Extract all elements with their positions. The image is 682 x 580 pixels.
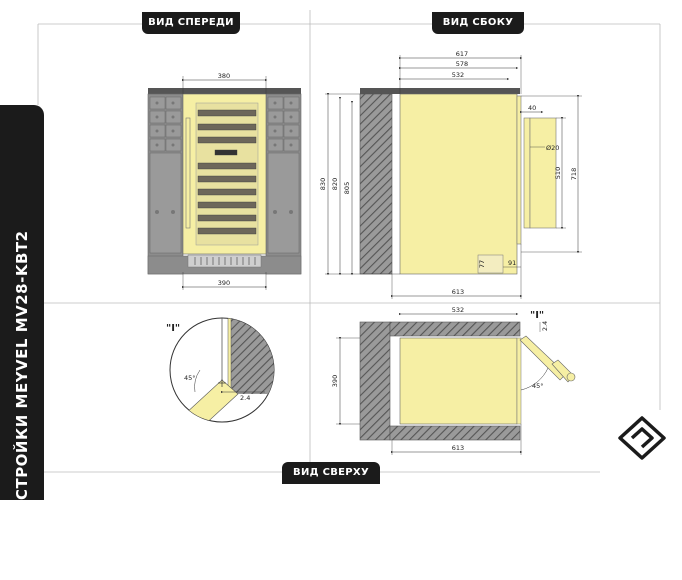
dim-side-40: 40 <box>528 104 536 112</box>
dim-front-top-width: 380 <box>218 72 230 80</box>
dim-front-bottom-width: 390 <box>218 279 230 287</box>
wine-cooler-top <box>399 337 518 425</box>
dim-side-718: 718 <box>570 168 578 180</box>
open-door <box>519 335 576 383</box>
top-view-label: ВИД СВЕРХУ <box>282 462 380 484</box>
detail-mark-top: "I" <box>530 310 544 321</box>
door-handle <box>185 117 191 229</box>
dim-top-390: 390 <box>331 375 339 387</box>
top-view-drawing: 45° "I" 2.4 532 390 613 <box>331 306 576 455</box>
dim-detail-2-4: 2.4 <box>240 394 250 402</box>
dim-side-617: 617 <box>456 50 468 58</box>
installation-drawing: 380 390 617 578 532 830 820 805 40 <box>37 10 666 473</box>
dim-detail-45: 45° <box>184 374 196 382</box>
side-view-label: ВИД СБОКУ <box>432 12 524 34</box>
dim-side-77: 77 <box>478 260 486 268</box>
dim-top-45: 45° <box>532 382 544 390</box>
handle-clearance <box>529 117 557 229</box>
dim-side-613: 613 <box>452 288 464 296</box>
dim-top-613: 613 <box>452 444 464 452</box>
dim-side-820: 820 <box>331 178 339 190</box>
dim-top-532: 532 <box>452 306 464 314</box>
dim-side-805: 805 <box>343 182 351 194</box>
front-view-label: ВИД СПЕРЕДИ <box>142 12 240 34</box>
scheme-sidebar: СХЕМА ВСТРОЙКИ MEYVEL MV28-KBT2 <box>0 105 44 580</box>
dim-top-2-4: 2.4 <box>541 321 549 331</box>
dim-side-578: 578 <box>456 60 468 68</box>
brand-logo <box>618 416 666 460</box>
front-view-drawing: 380 390 <box>147 72 302 290</box>
wine-cooler-side <box>399 93 518 275</box>
side-view-drawing: 617 578 532 830 820 805 40 Ø20 510 718 7… <box>319 50 582 299</box>
detail-i-drawing: "I" 45° 2.4 <box>166 317 275 423</box>
side-wall-hatch <box>359 93 393 275</box>
dim-side-830: 830 <box>319 178 327 190</box>
detail-mark-left: "I" <box>166 323 180 334</box>
dim-side-d20: Ø20 <box>546 144 559 152</box>
dim-side-532: 532 <box>452 71 464 79</box>
dim-side-510: 510 <box>554 167 562 179</box>
countertop <box>148 88 301 94</box>
dim-side-91: 91 <box>508 259 516 267</box>
